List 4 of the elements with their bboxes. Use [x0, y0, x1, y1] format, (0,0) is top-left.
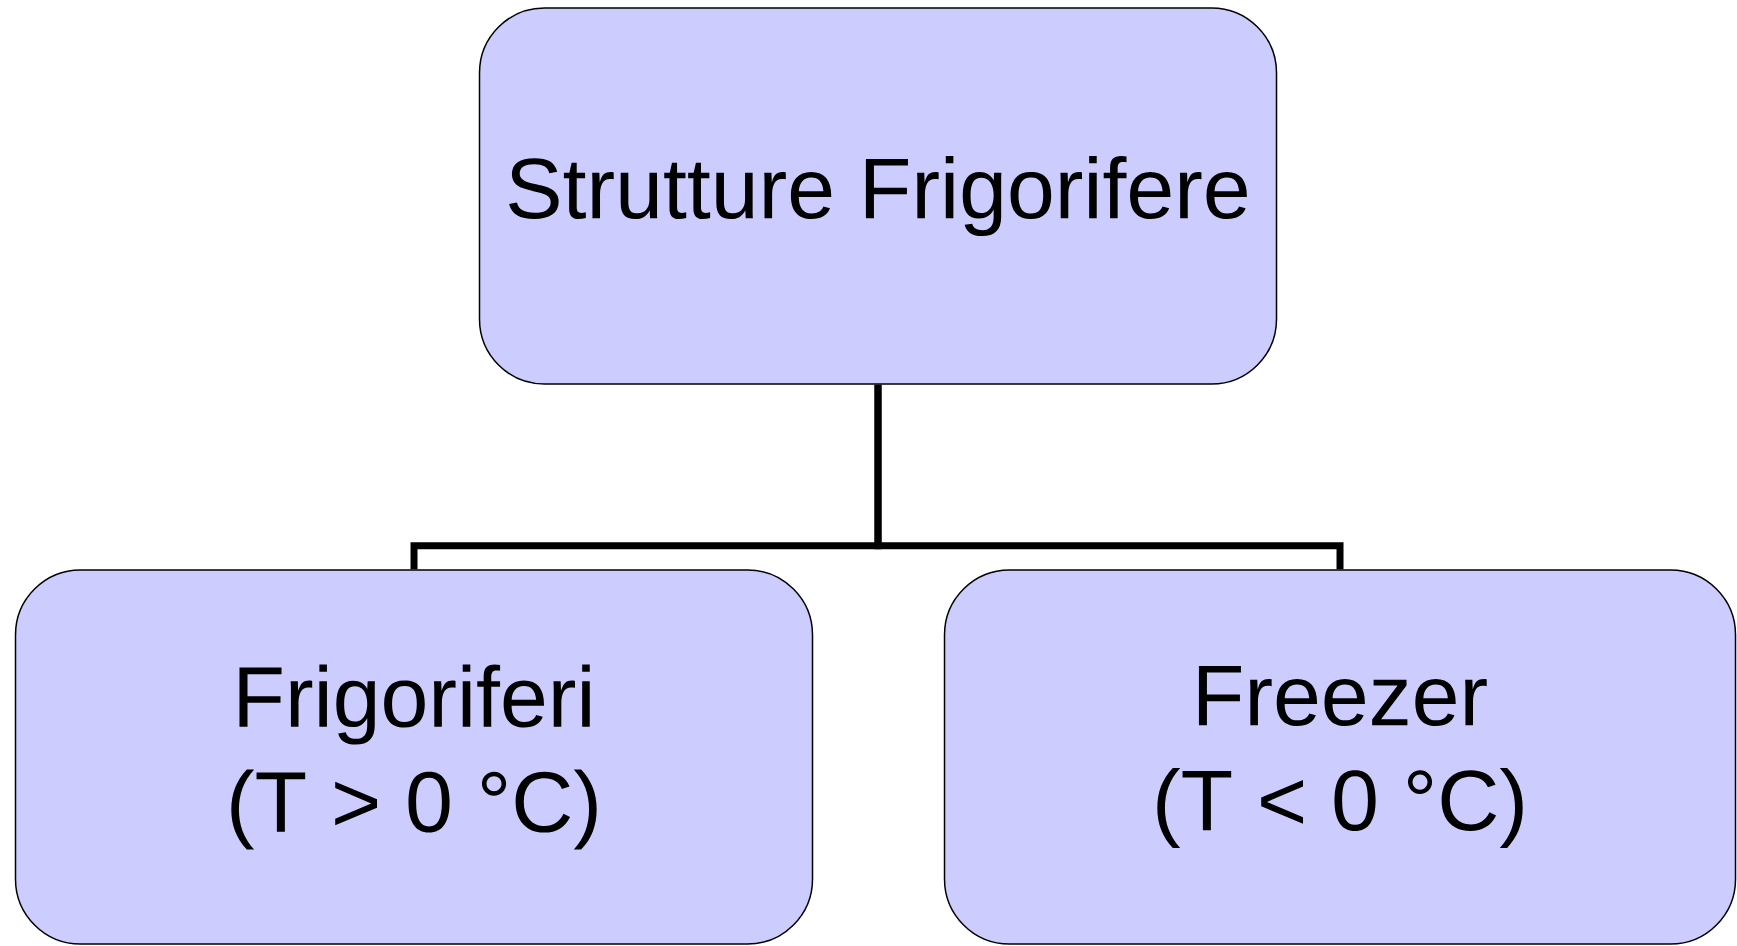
process-box: Frigoriferi (T > 0 °C) [14, 569, 814, 945]
process-box: Freezer (T < 0 °C) [943, 569, 1737, 945]
connector-line [874, 384, 1344, 570]
process-box: Strutture Frigorifere [478, 7, 1278, 385]
